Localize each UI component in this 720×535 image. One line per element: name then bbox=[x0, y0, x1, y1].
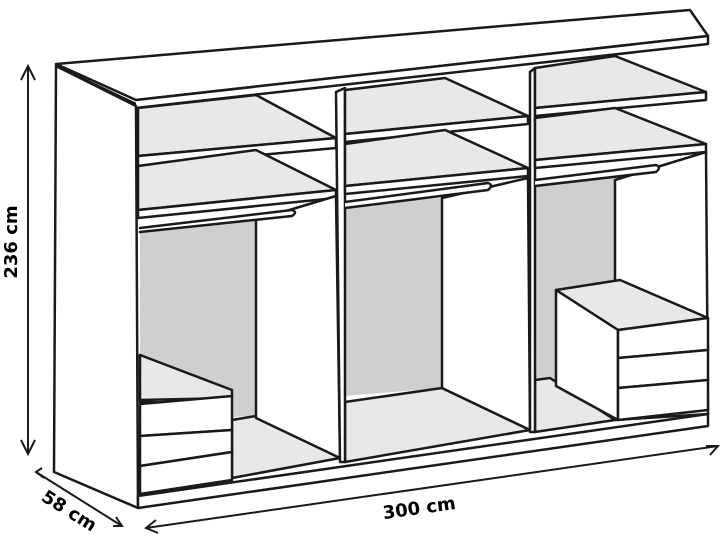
hanging-rail bbox=[343, 181, 493, 210]
hanging-rail bbox=[138, 208, 297, 234]
width-label: 300 cm bbox=[381, 493, 456, 524]
left-side-panel bbox=[52, 64, 140, 510]
depth-dimension bbox=[34, 467, 124, 527]
hanging-rail bbox=[533, 163, 661, 188]
base-plinth bbox=[136, 412, 710, 510]
height-label: 236 cm bbox=[1, 205, 22, 278]
divider-panel bbox=[440, 176, 532, 432]
divider-panel bbox=[254, 194, 342, 460]
wardrobe bbox=[52, 8, 710, 510]
height-dimension bbox=[20, 63, 36, 457]
drawer bbox=[138, 450, 234, 496]
drawer bbox=[616, 378, 710, 422]
width-dimension bbox=[144, 445, 720, 534]
